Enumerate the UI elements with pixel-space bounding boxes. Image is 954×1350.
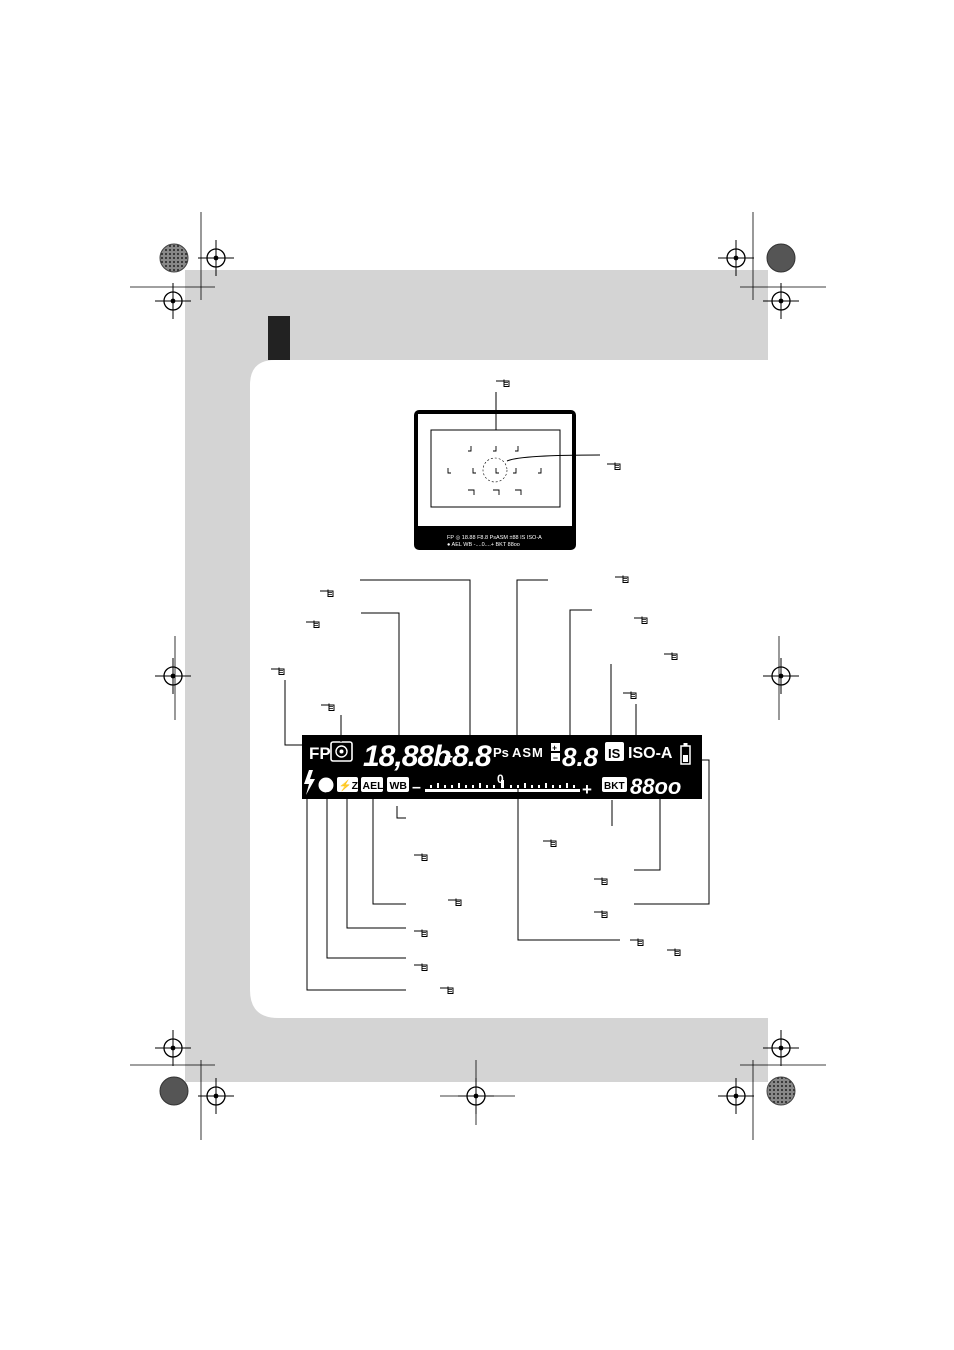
wb-indicator: WB [390,780,408,792]
crosshair-registration-icon [717,1077,755,1115]
mode-ps: Ps [493,745,509,760]
pointing-hand-icon [305,620,320,628]
pointing-hand-icon [413,853,428,861]
pointing-hand-icon [495,379,510,387]
is-indicator: IS [608,746,621,761]
pointing-hand-icon [593,877,608,885]
frame-counter: 88oo [630,774,681,799]
fp-indicator: FP [309,744,331,763]
pointing-hand-icon [542,839,557,847]
pointing-hand-icon [666,948,681,956]
lcd-panel: FP 18,88b F 8.8 Ps ASM + – 8.8 IS ISO-A [302,735,702,799]
crosshair-registration-icon [762,1029,800,1067]
pointing-hand-icon [614,575,629,583]
pointing-hand-icon [439,986,454,994]
pointing-hand-icon [413,963,428,971]
crosshair-registration-icon [762,282,800,320]
gray-band [185,270,768,1082]
pointing-hand-icon [663,652,678,660]
pointing-hand-icon [320,703,335,711]
plus-minus-icon: + – [551,743,560,763]
pointing-hand-icon [319,589,334,597]
mode-asm: ASM [512,745,544,760]
filled-circle-icon [318,777,334,793]
pointing-hand-icon [606,462,621,470]
crosshair-registration-icon [762,657,800,695]
pointing-hand-icon [593,910,608,918]
bkt-indicator: BKT [604,781,625,792]
shutter-speed-display: 18,88b [363,740,451,773]
viewfinder-callout-lines [495,392,601,462]
scale-minus: – [412,779,421,796]
pointing-hand-icon [270,667,285,675]
viewfinder-readout-bottom: ● AEL WB -....0....+ BKT 88oo [447,542,520,548]
chapter-tab [268,316,290,360]
exposure-scale [425,780,580,792]
crosshair-registration-icon [197,1077,235,1115]
lightning-bolt-icon [304,770,315,795]
scale-zero: 0 [497,772,504,786]
pointing-hand-icon [413,929,428,937]
pointing-hand-icon [622,691,637,699]
registration-marks [130,212,826,1140]
pointing-hand-icon [629,938,644,946]
aperture-f-letter: F [443,753,453,770]
scale-plus: + [582,780,592,799]
viewfinder-diagram: FP ◎ 18.88 F8.8 PsASM ±88 IS ISO-A ● AEL… [414,410,576,550]
color-registration-wheel-icon [159,243,796,1106]
exposure-comp-digits: 8.8 [562,742,599,772]
aperture-display: 8.8 [452,740,492,773]
pointing-hand-icon [447,898,462,906]
flash-comp-indicator: ⚡Z [339,779,359,792]
battery-icon [680,743,691,765]
lcd-callout-lines [284,579,710,991]
svg-text:–: – [553,753,558,763]
ael-indicator: AEL [363,780,385,792]
iso-indicator: ISO-A [628,745,673,762]
pointing-hand-icon [633,616,648,624]
viewfinder-readout-top: FP ◎ 18.88 F8.8 PsASM ±88 IS ISO-A [447,535,542,541]
svg-text:+: + [552,744,557,753]
